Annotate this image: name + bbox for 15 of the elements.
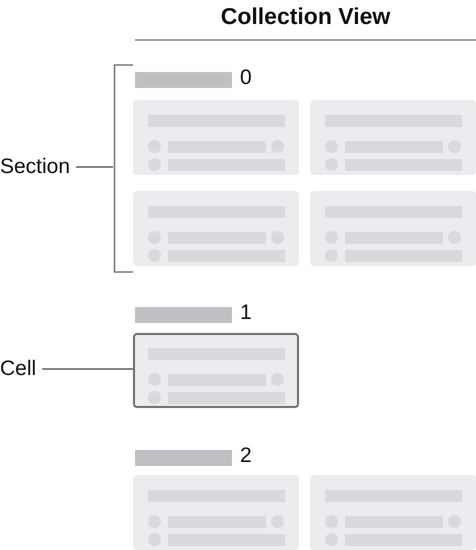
cell-placeholder: [310, 191, 476, 266]
cell-placeholder: [133, 475, 299, 550]
section-number: 1: [240, 301, 252, 325]
leader-line: [42, 368, 133, 370]
cell-placeholder: [310, 100, 476, 175]
leader-line: [76, 166, 113, 168]
cell-placeholder: [133, 191, 299, 266]
section-number: 0: [240, 66, 252, 90]
section-number: 2: [240, 444, 252, 468]
callout-label: Section: [0, 155, 70, 179]
cell-placeholder: [133, 100, 299, 175]
cell-placeholder: [133, 333, 299, 408]
callout-label: Cell: [0, 357, 36, 381]
title: Collection View: [220, 3, 392, 30]
cell-placeholder: [310, 475, 476, 550]
